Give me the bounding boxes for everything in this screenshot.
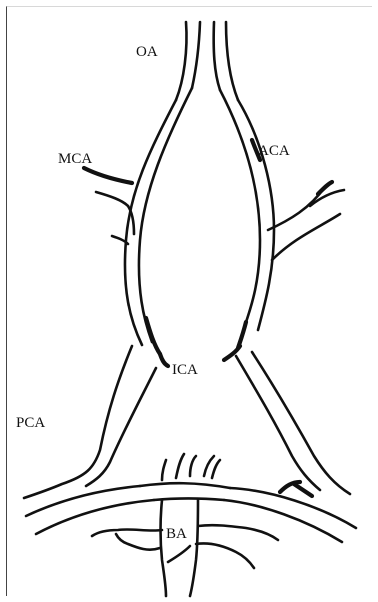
label-ba: BA bbox=[166, 526, 187, 542]
label-ica: ICA bbox=[172, 362, 198, 378]
pca-right-vessel bbox=[224, 352, 356, 542]
label-aca: ACA bbox=[258, 143, 290, 159]
left-arc-vessel bbox=[125, 88, 192, 354]
ba-vessel bbox=[92, 500, 278, 596]
label-oa: OA bbox=[136, 44, 158, 60]
right-arc-vessel bbox=[220, 90, 344, 348]
oa-vessel bbox=[176, 22, 238, 100]
ba-connector bbox=[140, 454, 230, 500]
label-pca: PCA bbox=[16, 415, 45, 431]
label-mca: MCA bbox=[58, 151, 92, 167]
pca-left-vessel bbox=[24, 346, 156, 534]
